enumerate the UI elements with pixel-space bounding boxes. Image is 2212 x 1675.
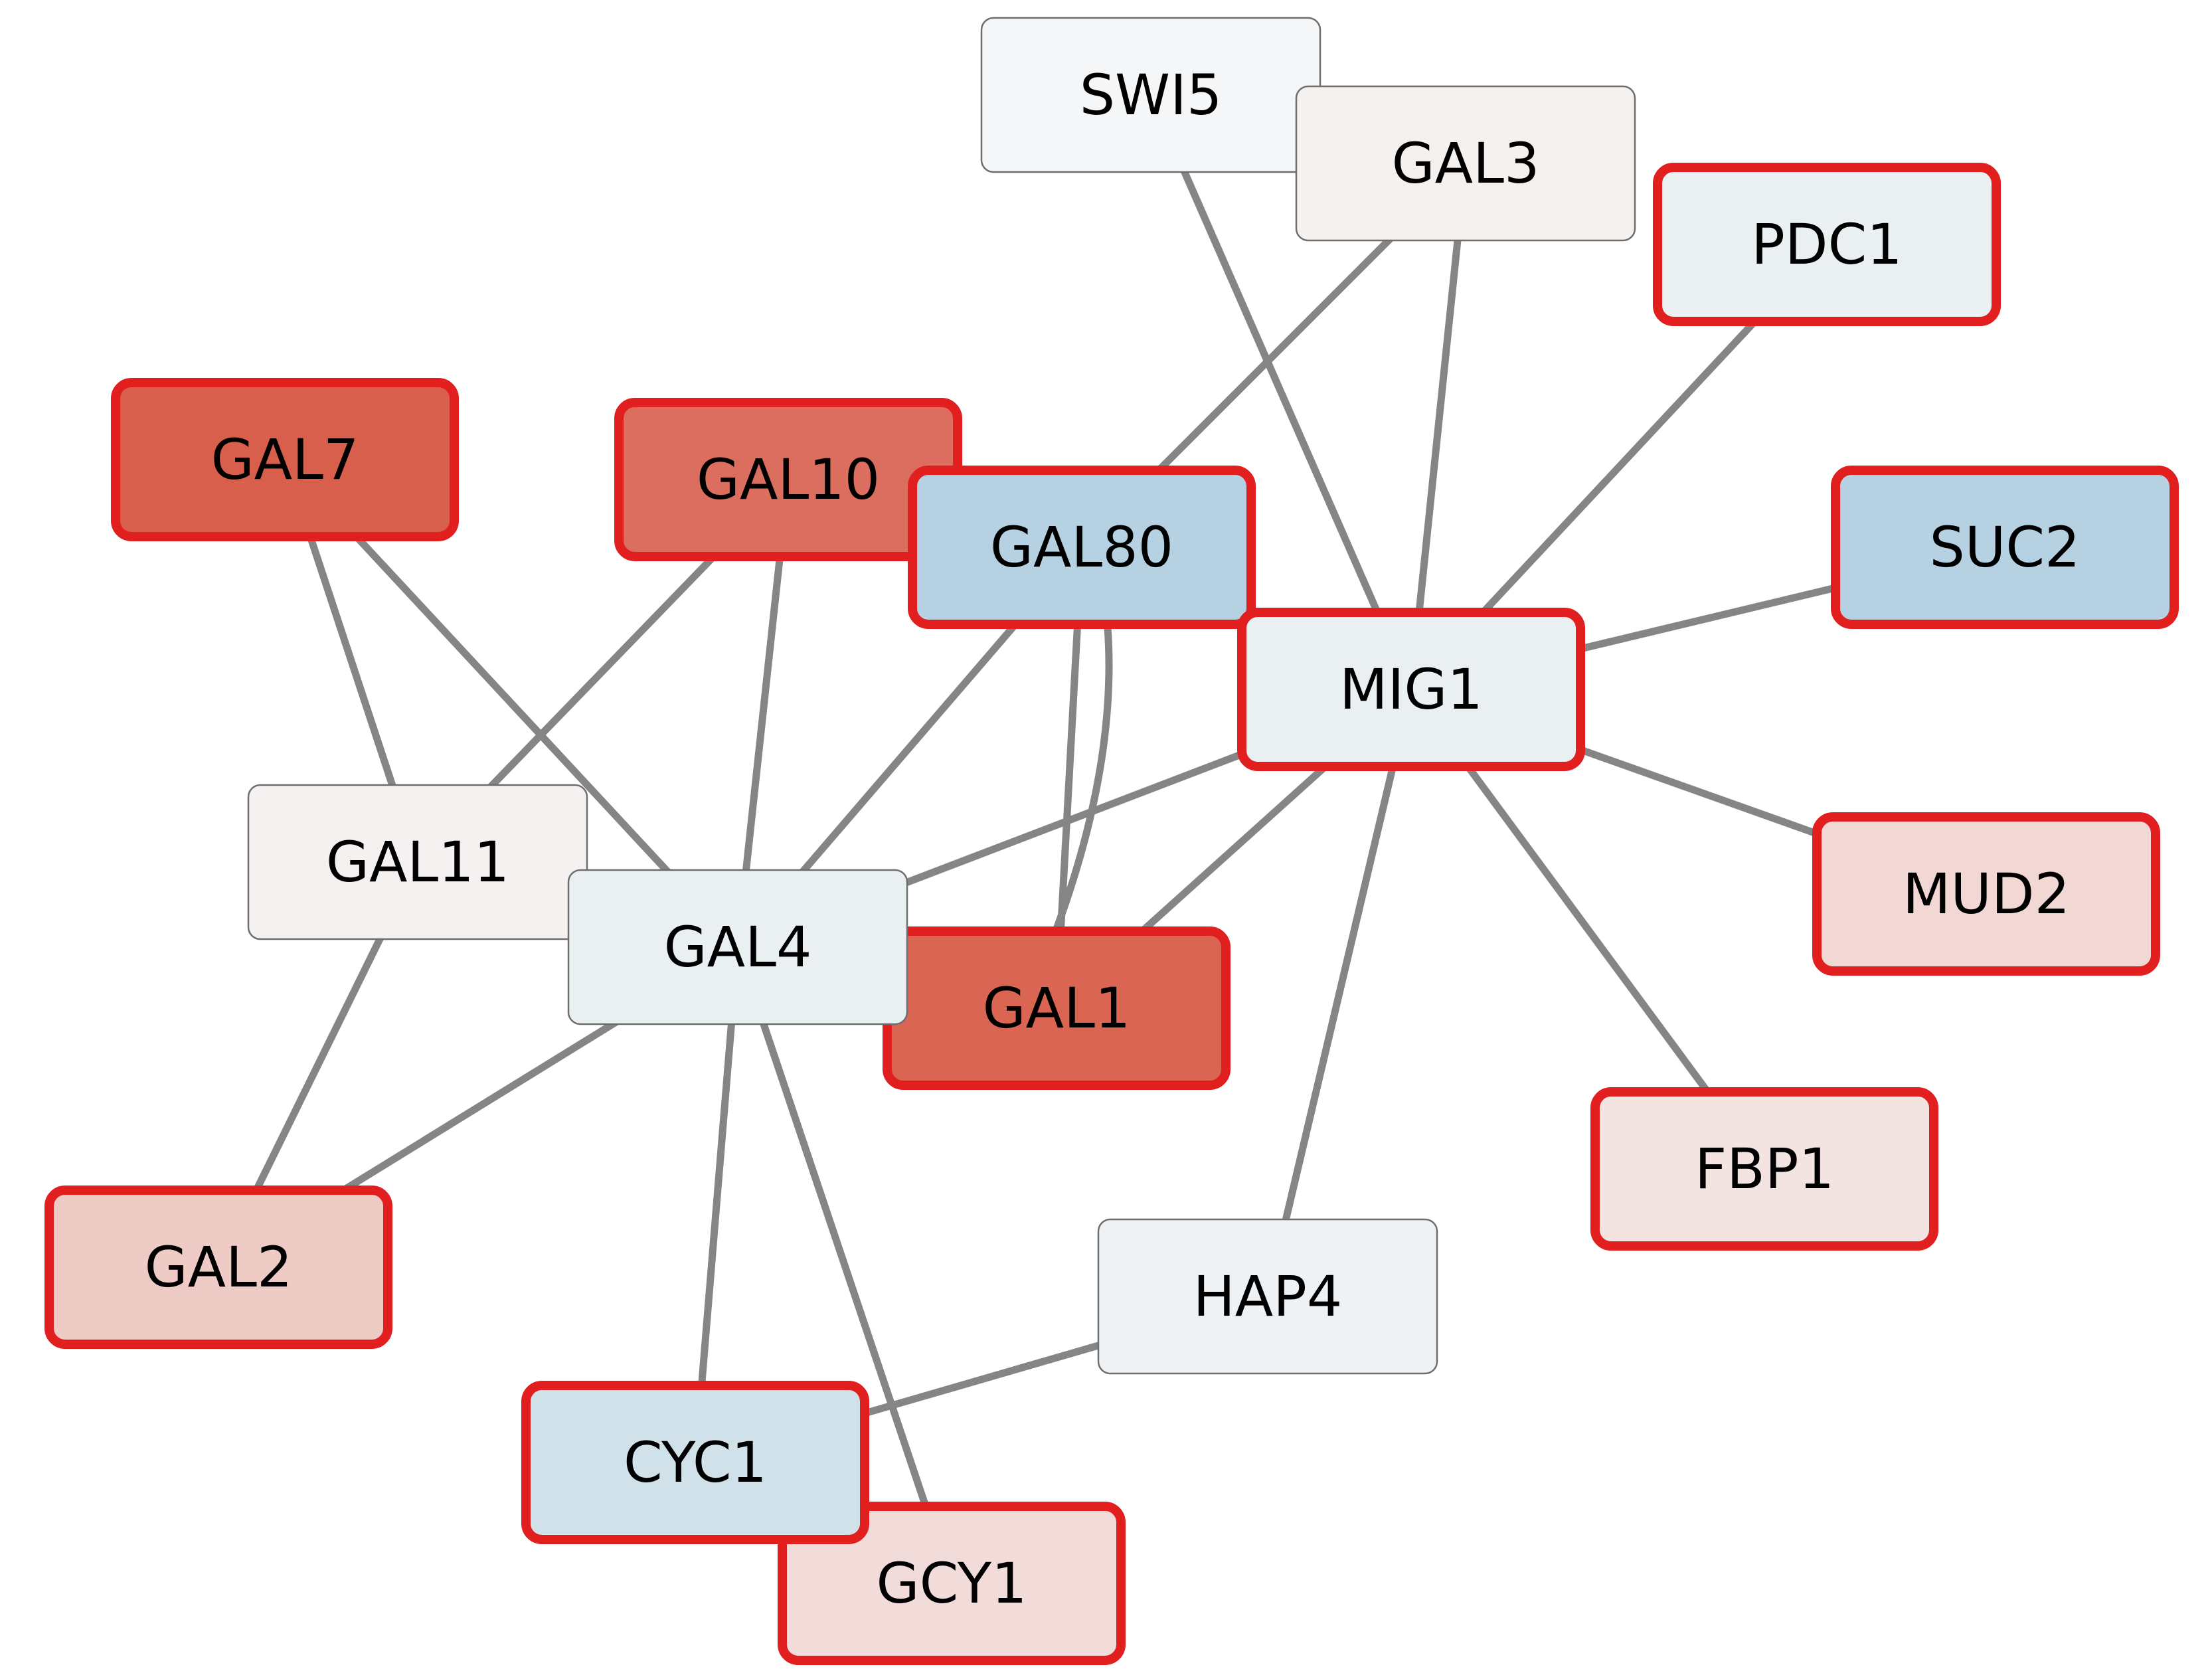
node-box-gal2 [44,1186,392,1349]
node-box-gal80 [908,466,1256,629]
node-box-gal7 [111,378,459,541]
node-label-fbp1: FBP1 [1695,1136,1834,1201]
node-cyc1[interactable]: CYC1 [521,1381,869,1544]
node-label-gal4: GAL4 [664,915,812,980]
node-gal10[interactable]: GAL10 [614,398,962,561]
node-mig1[interactable]: MIG1 [1237,608,1585,771]
node-label-suc2: SUC2 [1930,515,2081,580]
edge-gal4-gcy1 [734,946,956,1585]
node-gal4[interactable]: GAL4 [567,869,908,1025]
node-label-gcy1: GCY1 [876,1551,1027,1616]
node-gcy1[interactable]: GCY1 [778,1502,1126,1665]
node-label-mud2: MUD2 [1903,861,2070,926]
node-label-gal11: GAL11 [326,830,509,895]
node-mud2[interactable]: MUD2 [1812,812,2160,976]
node-suc2[interactable]: SUC2 [1831,466,2179,629]
node-label-gal1: GAL1 [983,976,1131,1041]
node-gal11[interactable]: GAL11 [247,784,588,940]
node-swi5[interactable]: SWI5 [980,17,1321,173]
node-gal3[interactable]: GAL3 [1295,85,1636,242]
node-label-gal80: GAL80 [990,515,1173,580]
node-label-pdc1: PDC1 [1751,212,1902,277]
node-pdc1[interactable]: PDC1 [1653,163,2001,326]
node-box-hap4 [1097,1218,1438,1375]
node-gal2[interactable]: GAL2 [44,1186,392,1349]
node-gal80[interactable]: GAL80 [908,466,1256,629]
node-label-hap4: HAP4 [1193,1264,1343,1329]
edge-gal3-mig1 [1407,163,1470,690]
node-box-suc2 [1831,466,2179,629]
node-gal7[interactable]: GAL7 [111,378,459,541]
node-box-cyc1 [521,1381,869,1544]
node-box-gcy1 [778,1502,1126,1665]
node-label-swi5: SWI5 [1080,62,1223,128]
node-label-gal10: GAL10 [697,447,880,512]
node-label-gal3: GAL3 [1392,131,1540,196]
edge-hap4-mig1 [1264,688,1415,1298]
node-box-mud2 [1812,812,2160,976]
node-box-gal3 [1295,85,1636,242]
node-label-gal2: GAL2 [145,1235,293,1300]
node-box-fbp1 [1590,1087,1938,1251]
node-box-gal4 [567,869,908,1025]
node-hap4[interactable]: HAP4 [1097,1218,1438,1375]
node-fbp1[interactable]: FBP1 [1590,1087,1938,1251]
edge-swi5-mig1 [1147,93,1415,691]
node-label-gal7: GAL7 [211,427,359,492]
node-box-mig1 [1237,608,1585,771]
edge-gal4-cyc1 [691,946,742,1463]
node-gal1[interactable]: GAL1 [883,926,1231,1090]
node-box-gal11 [247,784,588,940]
node-label-cyc1: CYC1 [624,1430,767,1495]
node-label-mig1: MIG1 [1339,657,1483,722]
node-box-pdc1 [1653,163,2001,326]
